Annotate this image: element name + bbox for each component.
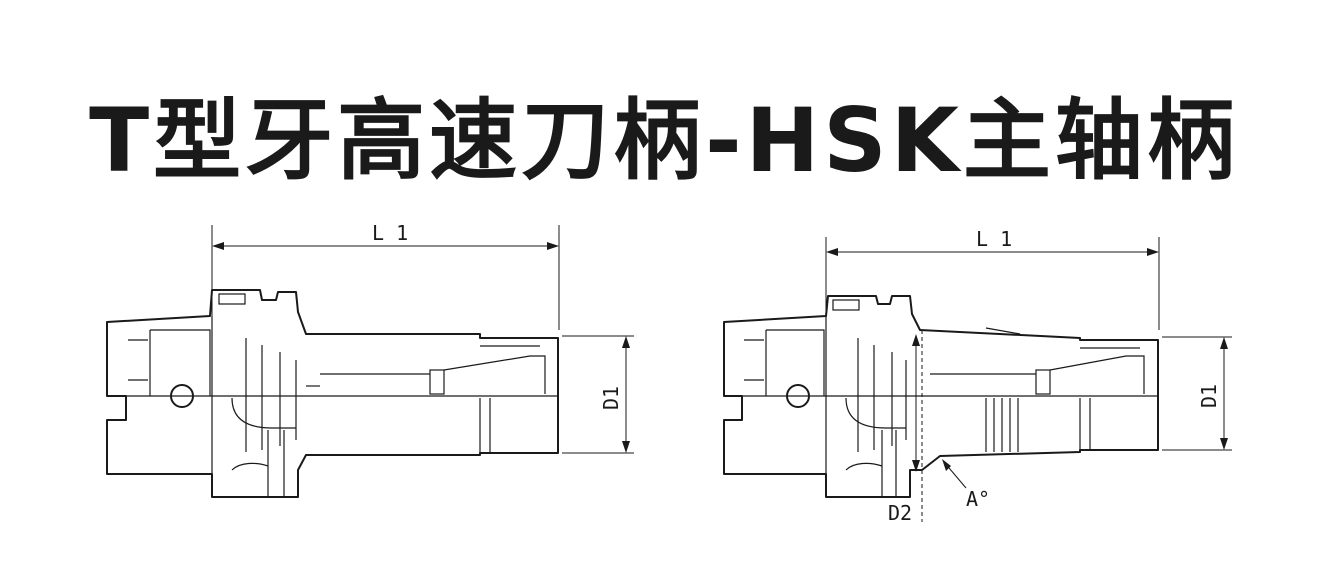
left-l1-label: L 1 (372, 221, 408, 245)
right-angle-callout: A° (942, 459, 990, 511)
left-d1-label: D1 (599, 386, 623, 410)
left-tool-holder-drawing: L 1 D1 (106, 221, 634, 498)
left-d1-dimension: D1 (562, 335, 634, 454)
left-l1-dimension: L 1 (211, 221, 560, 330)
right-l1-dimension: L 1 (825, 227, 1160, 330)
right-d2-dimension: D2 (888, 330, 923, 525)
right-d1-label: D1 (1197, 384, 1221, 408)
right-l1-label: L 1 (976, 227, 1012, 251)
right-angle-label: A° (966, 487, 990, 511)
page-title: T型牙高速刀柄-HSK主轴柄 (89, 89, 1239, 192)
right-tool-holder-drawing: L 1 D1 D2 A° (723, 227, 1232, 525)
right-d1-dimension: D1 (1162, 336, 1232, 451)
right-d2-label: D2 (888, 501, 912, 525)
